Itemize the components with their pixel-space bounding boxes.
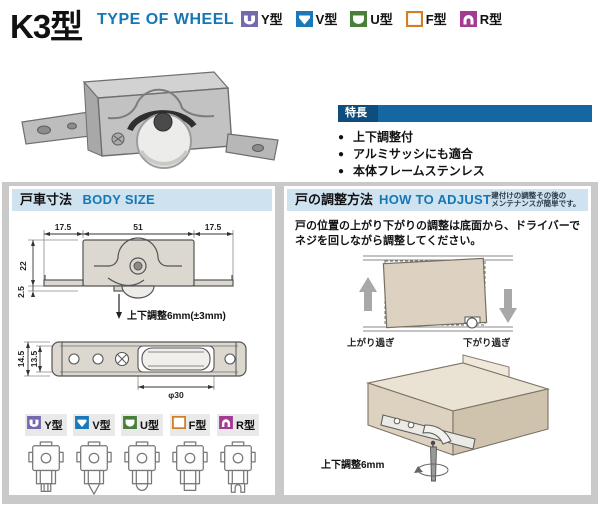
wheel-y-cross-section <box>28 441 64 492</box>
wheel-u-icon <box>123 416 137 434</box>
features-bar: 特長 <box>338 105 592 122</box>
variant-y: Y型 <box>22 414 70 498</box>
dim-bottom-inner: 13.5 <box>29 350 39 367</box>
wheel-u-cross-section <box>124 441 160 492</box>
variant-y-chip: Y型 <box>25 414 67 436</box>
wheel-type-v: V型 <box>295 9 338 28</box>
variant-f-chip: F型 <box>169 414 211 436</box>
wheel-type-legend: Y型 V型 U型 F型 R型 <box>241 9 502 28</box>
wheel-y-icon <box>241 10 258 27</box>
dim-top-right: 17.5 <box>205 222 222 232</box>
feature-item: 上下調整付 <box>338 129 592 146</box>
adjust-title-en: HOW TO ADJUST <box>379 192 492 207</box>
wheel-r-label: R型 <box>479 12 503 27</box>
wheel-type-r: R型 <box>459 9 503 28</box>
wheel-r-icon <box>219 416 233 434</box>
label-lowered-too-much: 下がり過ぎ <box>463 337 511 349</box>
body-size-title-jp: 戸車寸法 <box>20 192 73 207</box>
wheel-type-u: U型 <box>350 9 393 28</box>
wheel-u-label: U型 <box>370 12 393 27</box>
door-tilt-diagram: 上がり過ぎ 下がり過ぎ <box>347 255 517 349</box>
iso-adjust-diagram: 上下調整6mm <box>321 354 550 482</box>
wheel-type-y: Y型 <box>241 9 283 28</box>
wheel-f-icon <box>171 415 186 434</box>
dim-bottom-outer: 14.5 <box>16 350 26 367</box>
features-heading: 特長 <box>338 105 378 122</box>
variant-f: F型 <box>166 414 214 498</box>
variant-u-chip: U型 <box>121 414 163 436</box>
variant-r: R型 <box>214 414 262 498</box>
wheel-y-label: Y型 <box>261 12 283 27</box>
how-to-adjust-panel: 戸の調整方法 HOW TO ADJUST 建付けの調整その後の メンテナンスが簡… <box>284 186 592 495</box>
dim-left: 22 <box>18 261 28 271</box>
wheel-u-icon <box>350 10 368 27</box>
wheel-v-icon <box>75 416 90 434</box>
feature-item: アルミサッシにも適合 <box>338 146 592 163</box>
variant-y-label: Y型 <box>44 420 63 432</box>
wheel-r-icon <box>459 10 477 27</box>
dim-diameter: φ30 <box>168 390 184 400</box>
wheel-variants-row: Y型 V型 U型 F型 R型 <box>12 408 272 498</box>
wheel-f-label: F型 <box>425 12 447 27</box>
adjust-note: 建付けの調整その後の メンテナンスが簡単です。 <box>491 190 581 208</box>
variant-v-label: V型 <box>92 420 111 432</box>
front-adjust-note: 上下調整6mm(±3mm) <box>127 309 226 322</box>
dim-top-left: 17.5 <box>55 222 72 232</box>
lower-section: 戸車寸法 BODY SIZE <box>2 182 598 504</box>
product-photo <box>21 71 279 169</box>
variant-v: V型 <box>70 414 118 498</box>
wheel-v-label: V型 <box>315 12 338 27</box>
features-section: 特長 上下調整付アルミサッシにも適合本体フレームステンレス <box>338 105 592 180</box>
wheel-type-f: F型 <box>405 9 447 28</box>
wheel-v-icon <box>295 10 313 27</box>
label-raised-too-much: 上がり過ぎ <box>347 337 395 349</box>
variant-r-chip: R型 <box>217 414 259 436</box>
label-screw-adjust: 上下調整6mm <box>321 458 384 471</box>
wheel-f-cross-section <box>172 441 208 492</box>
body-size-title-en: BODY SIZE <box>82 192 155 207</box>
dim-left-small: 2.5 <box>16 286 26 298</box>
type-of-wheel-heading: TYPE OF WHEEL <box>97 11 235 28</box>
wheel-y-icon <box>27 416 42 434</box>
variant-f-label: F型 <box>188 420 207 432</box>
how-to-adjust-header: 戸の調整方法 HOW TO ADJUST 建付けの調整その後の メンテナンスが簡… <box>287 189 589 211</box>
variant-u-label: U型 <box>140 420 159 432</box>
bottom-view-drawing: 14.5 13.5 φ30 <box>16 341 247 400</box>
features-bar-fill <box>378 105 592 122</box>
dim-top-mid: 51 <box>133 222 143 232</box>
page-title: K3型 <box>10 8 83 45</box>
variant-u: U型 <box>118 414 166 498</box>
variant-v-chip: V型 <box>73 414 115 436</box>
adjust-title-jp: 戸の調整方法 <box>295 192 374 207</box>
wheel-r-cross-section <box>220 441 256 493</box>
body-size-header: 戸車寸法 BODY SIZE <box>12 189 272 211</box>
feature-item: 本体フレームステンレス <box>338 163 592 180</box>
wheel-v-cross-section <box>76 441 112 495</box>
body-size-panel: 戸車寸法 BODY SIZE <box>9 186 275 495</box>
wheel-f-icon <box>405 10 423 27</box>
features-list: 上下調整付アルミサッシにも適合本体フレームステンレス <box>338 129 592 180</box>
adjust-description: 戸の位置の上がり下がりの調整は底面から、ドライバーでネジを回しながら調整してくだ… <box>295 220 581 247</box>
front-view-drawing: 17.5 51 17.5 22 2.5 上下調整6mm( <box>16 222 234 322</box>
variant-r-label: R型 <box>236 420 255 432</box>
